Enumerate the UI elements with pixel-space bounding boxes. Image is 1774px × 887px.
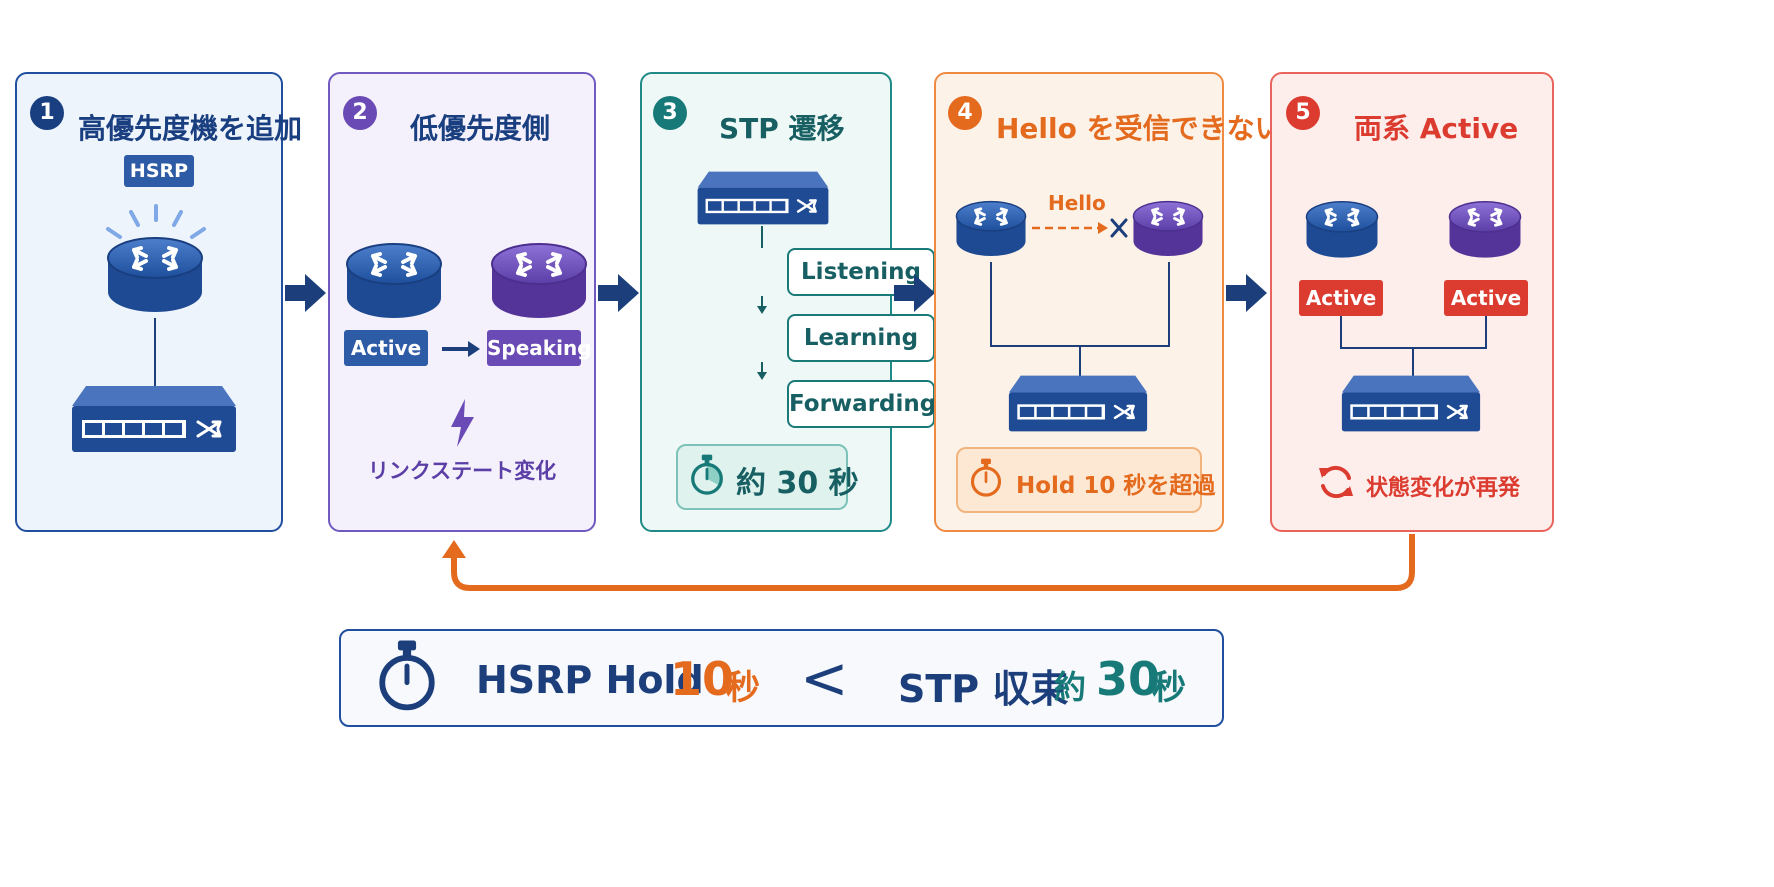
comparison-operator: < <box>800 644 849 712</box>
flow-arrow-icon <box>285 274 326 312</box>
stp-convergence-value: 30 <box>1096 652 1161 706</box>
stp-state-listening: Listening <box>787 248 935 296</box>
step-3-title: STP 遷移 <box>719 112 845 145</box>
active-badge: Active <box>344 330 428 366</box>
step-2-title: 低優先度側 <box>410 112 551 145</box>
switch-icon <box>70 384 238 454</box>
stopwatch-icon <box>968 456 1004 500</box>
topology-lines <box>990 262 1170 378</box>
hsrp-badge: HSRP <box>124 155 194 187</box>
router-icon <box>1448 200 1522 261</box>
recurrence-caption: 状態変化が再発 <box>1366 476 1521 501</box>
step-1-number: 1 <box>30 96 64 130</box>
switch-icon <box>1007 374 1149 433</box>
stp-convergence-unit: 秒 <box>1152 668 1186 708</box>
flow-arrow-icon <box>894 274 935 312</box>
switch-icon <box>696 170 830 226</box>
hello-blocked-arrow <box>1032 218 1128 238</box>
lightning-icon <box>451 399 474 447</box>
refresh-icon <box>1319 465 1353 499</box>
router-icon <box>490 242 588 322</box>
link-line <box>154 318 156 390</box>
stopwatch-icon <box>688 452 726 498</box>
step-2-number: 2 <box>343 96 377 130</box>
step-4-title: Hello を受信できない <box>996 112 1283 145</box>
hello-label: Hello <box>1048 191 1106 215</box>
arrow-right-icon <box>442 341 480 357</box>
stp-state-forwarding: Forwarding <box>787 380 936 428</box>
active-badge-right: Active <box>1444 280 1528 316</box>
router-icon <box>955 200 1027 259</box>
stopwatch-icon <box>374 636 440 716</box>
hsrp-hold-unit: 秒 <box>726 668 760 708</box>
step-3-number: 3 <box>653 96 687 130</box>
router-icon <box>345 242 443 322</box>
stp-timer-label: 約 30 秒 <box>736 466 859 501</box>
signal-rays-icon <box>106 204 206 239</box>
summary-bar <box>339 629 1224 727</box>
step-5-number: 5 <box>1286 96 1320 130</box>
step-4-number: 4 <box>948 96 982 130</box>
topology-lines <box>1340 316 1487 378</box>
hold-timer-label: Hold 10 秒を超過 <box>1016 473 1216 499</box>
step-1-title: 高優先度機を追加 <box>78 112 303 145</box>
hsrp-hold-value: 10 <box>670 652 735 706</box>
switch-icon <box>1340 374 1482 433</box>
flow-arrow-icon <box>1226 274 1267 312</box>
stp-convergence-label: STP 収束 <box>898 667 1069 711</box>
step-5-title: 両系 Active <box>1354 112 1519 145</box>
hold-timer-box <box>956 447 1202 513</box>
link-state-caption: リンクステート変化 <box>367 459 557 483</box>
router-icon <box>106 236 204 316</box>
speaking-badge: Speaking <box>487 330 592 366</box>
hsrp-hold-label: HSRP Hold <box>476 658 704 702</box>
stp-state-learning: Learning <box>787 314 935 362</box>
flow-arrow-icon <box>598 274 639 312</box>
router-icon <box>1305 200 1379 261</box>
stp-flow-lines <box>757 226 767 380</box>
loop-back-arrow <box>442 534 1415 591</box>
stp-convergence-prefix: 約 <box>1054 668 1087 706</box>
router-icon <box>1132 200 1204 259</box>
active-badge-left: Active <box>1299 280 1383 316</box>
